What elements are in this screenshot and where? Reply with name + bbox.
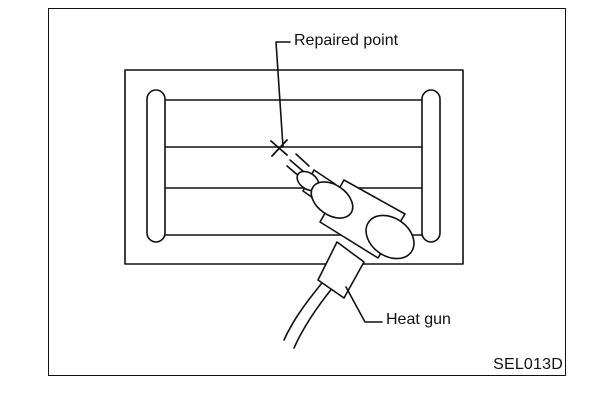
heat-gun-cord xyxy=(283,277,335,349)
figure-code-label: SEL013D xyxy=(493,356,563,373)
window-glass-outline xyxy=(124,69,464,265)
heat-gun-leader xyxy=(345,286,383,323)
heat-gun-body xyxy=(310,179,415,260)
repaired-point-marker xyxy=(270,139,288,157)
figure-frame: SEL013D xyxy=(48,8,566,376)
heat-gun-handle xyxy=(317,241,365,299)
right-bus-bar xyxy=(421,89,441,243)
repaired-point-leader xyxy=(275,41,291,148)
left-bus-bar xyxy=(146,89,166,243)
heat-gun-label: Heat gun xyxy=(386,311,451,328)
defogger-grid-lines xyxy=(159,99,429,236)
repaired-point-label: Repaired point xyxy=(294,32,399,49)
